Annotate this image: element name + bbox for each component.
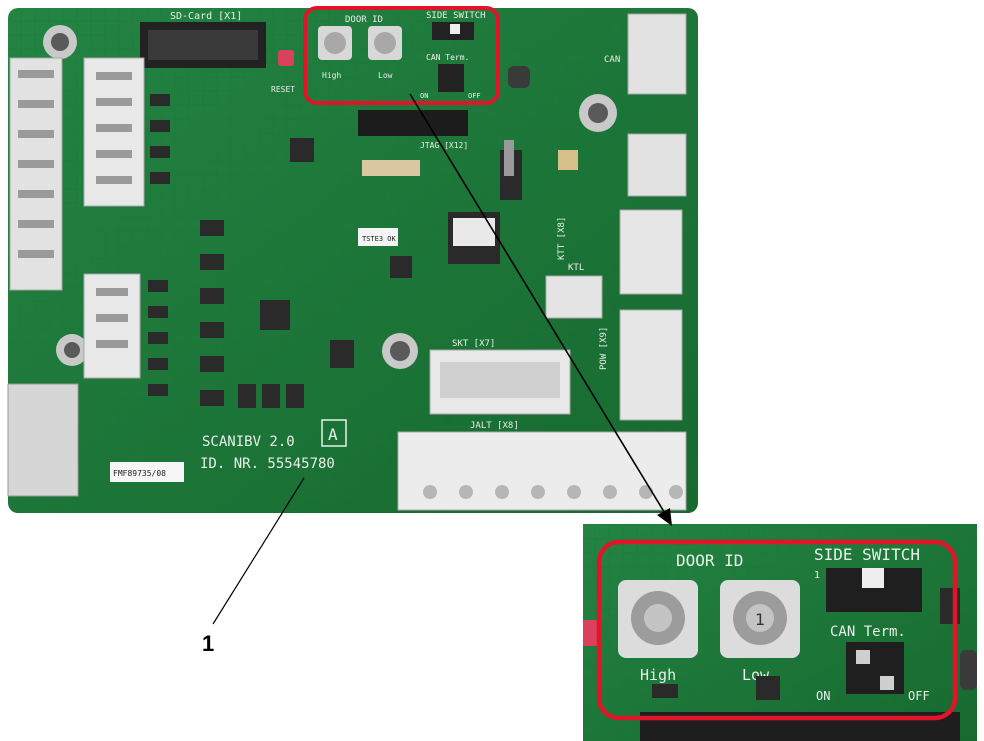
can-term-label-small: CAN Term. (426, 53, 469, 62)
zoom-arrow (409, 93, 672, 526)
zoom-dial-low-value: 1 (755, 610, 765, 629)
on-label-small: ON (420, 92, 428, 100)
jalt-connector: JALT [X8] (397, 421, 687, 511)
zoom-high-label: High (640, 666, 676, 684)
door-id-area-small: DOOR ID High Low SIDE SWITCH CAN Term. O… (318, 11, 486, 100)
skt-label: SKT [X7] (452, 339, 495, 349)
jalt-label: JALT [X8] (470, 421, 519, 431)
skt-connector: SKT [X7] (429, 339, 571, 415)
side-switch-label-small: SIDE SWITCH (426, 11, 486, 21)
sticker-main (110, 462, 184, 482)
zoom-reset-button (583, 620, 599, 646)
zoom-side-switch-label: SIDE SWITCH (814, 545, 920, 564)
sd-card-slot: SD-Card [X1] (140, 11, 266, 68)
ktt-label: KTT [X8] (557, 217, 567, 260)
ic-chips (148, 66, 578, 408)
zoom-switch-mark: 1 (814, 570, 820, 581)
zoom-door-id-label: DOOR ID (676, 551, 743, 570)
callout-number: 1 (202, 631, 214, 656)
zoom-dial-low: 1 (720, 580, 800, 658)
jtag-label: JTAG [X12] (420, 141, 468, 150)
can-label: CAN (604, 55, 620, 65)
revision-box (321, 419, 347, 447)
reset-button-component (278, 50, 294, 66)
ktl-label: KTL (568, 263, 584, 273)
callout: 1 (202, 477, 305, 656)
reset-label: RESET (271, 85, 295, 94)
board-name-label: SCANIBV 2.0 (202, 434, 295, 450)
zoom-inset: DOOR ID 1 High Low SIDE SWITCH 1 CAN Ter… (583, 524, 977, 741)
zoom-off-label: OFF (908, 689, 930, 703)
board-id-label: ID. NR. 55545780 (200, 456, 335, 472)
zoom-can-term-label: CAN Term. (830, 624, 906, 640)
jtag-header: JTAG [X12] (358, 110, 468, 176)
main-board: SD-Card [X1] RESET DOOR ID High Low SIDE… (7, 6, 698, 513)
sd-card-label: SD-Card [X1] (170, 11, 242, 22)
highlight-box-zoom (596, 539, 958, 721)
sticker-mid-text: TSTE3 OK (362, 235, 397, 243)
left-connectors (7, 57, 145, 497)
highlight-box-small (303, 6, 500, 105)
callout-line (212, 477, 305, 625)
door-id-label-small: DOOR ID (345, 15, 383, 25)
right-connectors: KTL KTT [X8] POW [X9] CAN (545, 13, 687, 421)
zoom-can-term-switch (846, 642, 904, 694)
off-label-small: OFF (468, 92, 481, 100)
mounting-holes (43, 25, 617, 369)
door-low-label-small: Low (378, 71, 393, 80)
door-high-label-small: High (322, 71, 341, 80)
zoom-dial-high (618, 580, 698, 658)
sticker-main-text: FMF89735/08 (113, 469, 166, 478)
sticker-mid (358, 228, 398, 246)
pow-label: POW [X9] (599, 327, 609, 370)
revision-mark: A (328, 425, 338, 444)
zoom-on-label: ON (816, 689, 830, 703)
